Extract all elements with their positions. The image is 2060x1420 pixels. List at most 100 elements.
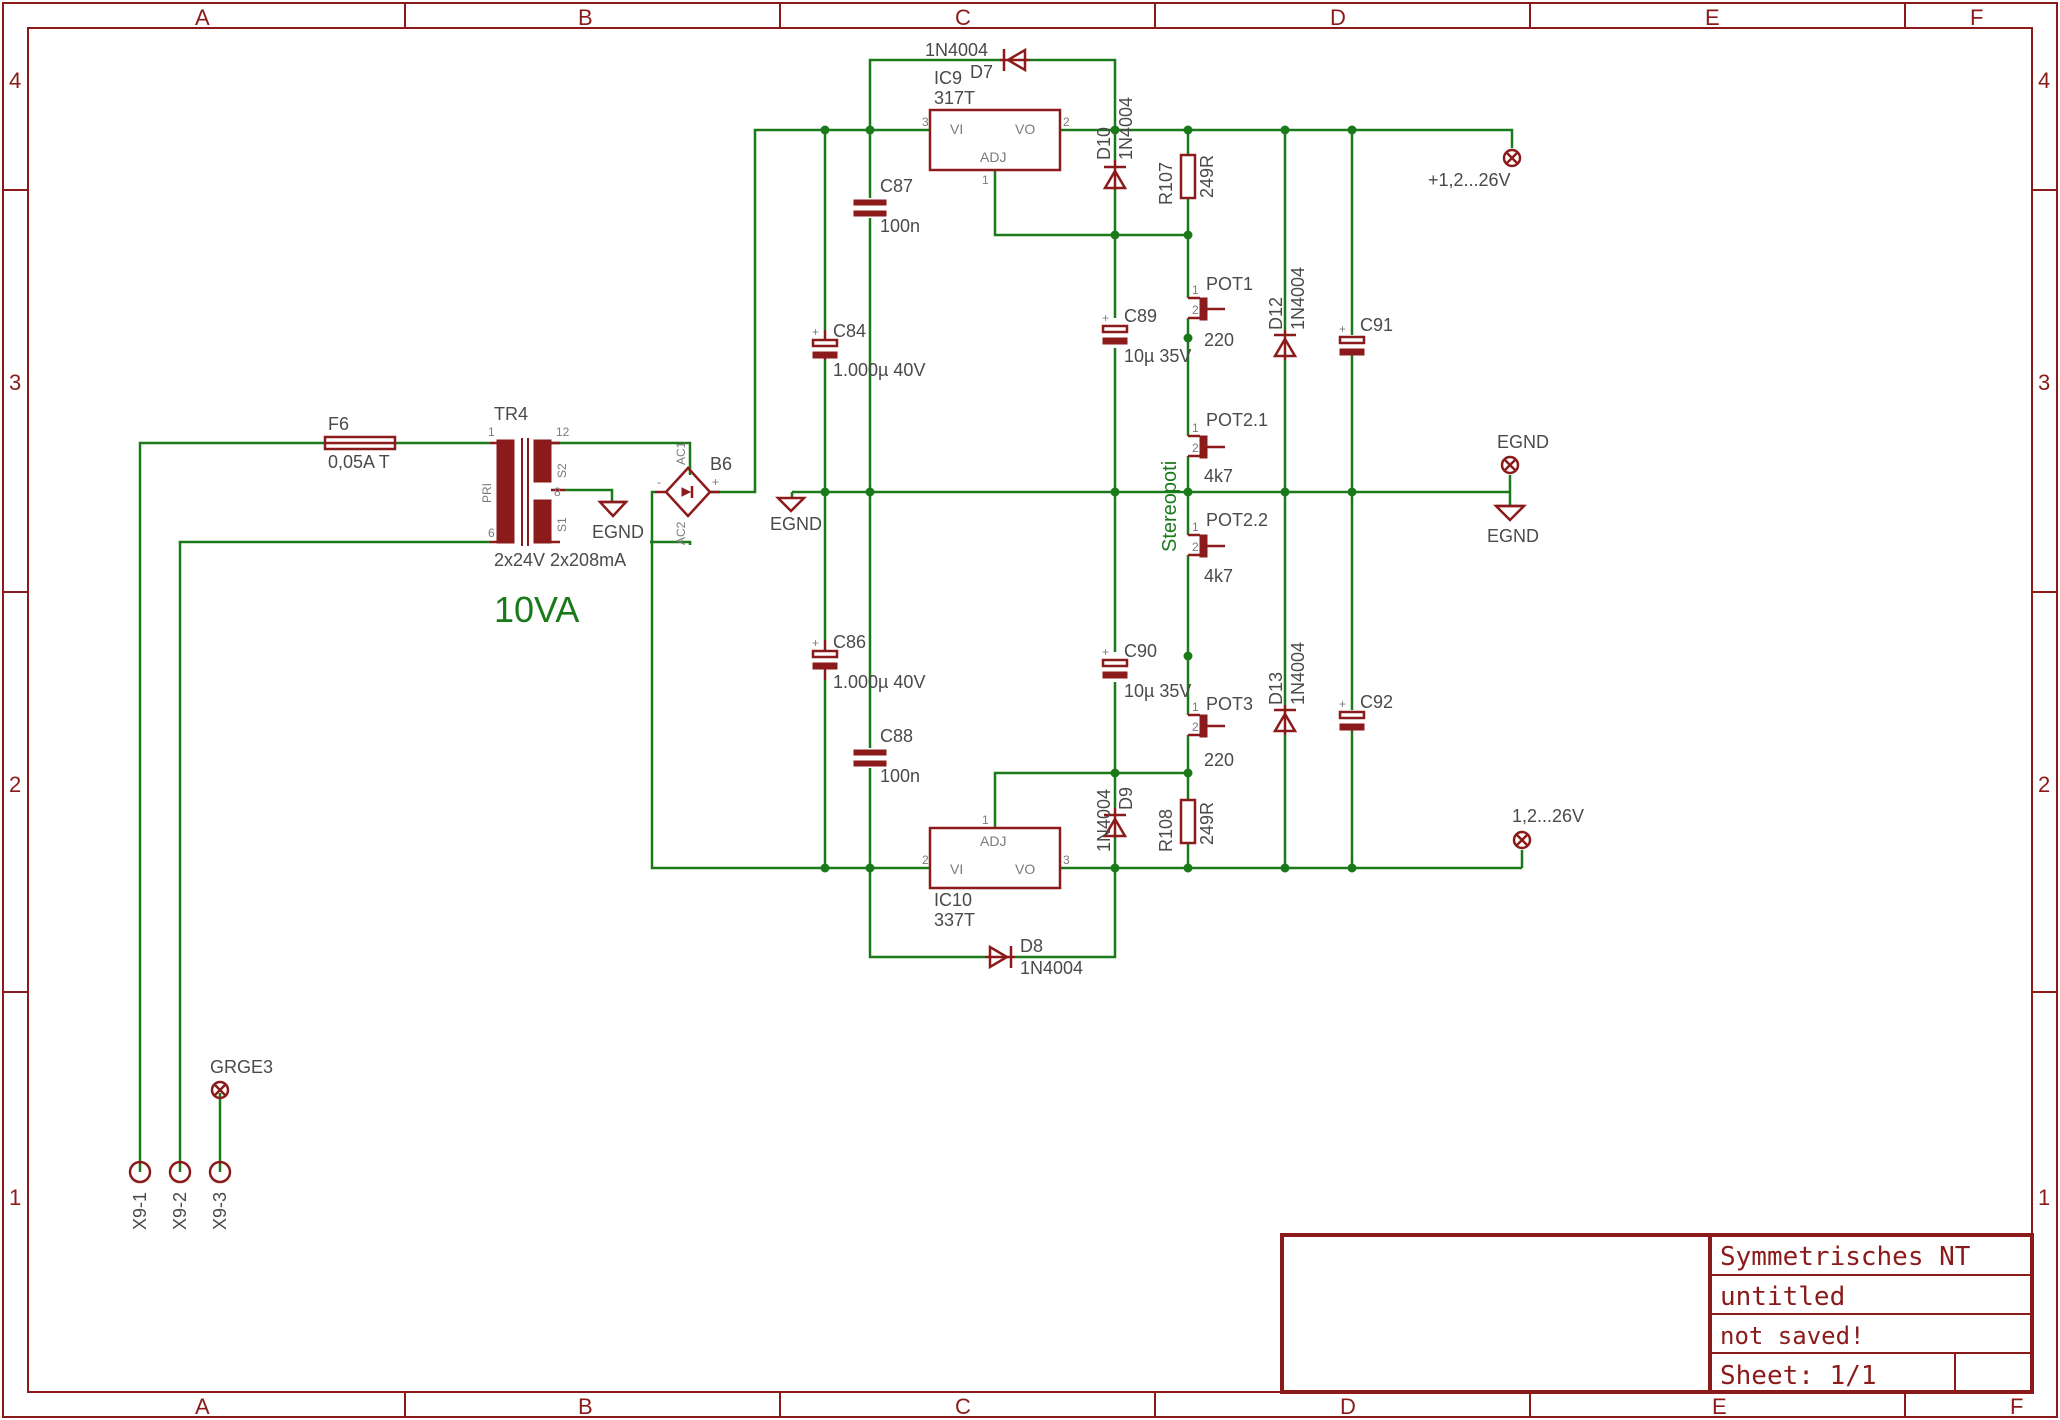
ic10-pin-1: 1 [982,813,989,827]
fuse-f6-name: F6 [328,414,349,434]
capacitor-c89-name: C89 [1124,306,1157,326]
diode-d9[interactable]: 1N4004 D9 [1094,787,1136,852]
capacitor-c91[interactable]: + C91 [1338,315,1393,356]
diode-d10[interactable]: D10 1N4004 [1094,97,1136,190]
drawing-name: untitled [1720,1282,1845,1312]
diode-d7[interactable]: 1N4004 D7 [925,40,1030,82]
grid-col-e-bottom: E [1712,1394,1727,1419]
grid-col-c-bottom: C [955,1394,971,1419]
capacitor-c92[interactable]: + C92 [1338,692,1393,731]
diode-d7-name: D7 [970,62,993,82]
egnd-symbol-transformer: EGND [592,500,644,542]
grid-row-3-left: 3 [9,370,21,395]
transformer-tr4[interactable]: TR4 PRI 1 6 12 8 S2 S1 2x24V 2x208mA 10V… [480,404,626,630]
capacitor-c90-value: 10µ 35V [1124,681,1191,701]
diode-d13-value: 1N4004 [1288,642,1308,705]
capacitor-c89-value: 10µ 35V [1124,346,1191,366]
capacitor-c90[interactable]: + C90 10µ 35V [1101,641,1191,701]
capacitor-c86[interactable]: + C86 1.000µ 40V [811,632,925,692]
grid-row-4-right: 4 [2038,68,2050,93]
terminal-egnd[interactable]: EGND [1497,432,1549,475]
terminal-pos-out[interactable]: +1,2...26V [1428,148,1522,190]
terminal-pos-out-label: +1,2...26V [1428,170,1511,190]
grid-col-b-top: B [578,5,593,30]
grid-labels: A B C D E F A B C D E F 4 3 2 1 4 3 2 1 [9,5,2050,1419]
egnd-symbol-center: EGND [770,496,822,534]
capacitor-c84-value: 1.000µ 40V [833,360,925,380]
resistor-r108[interactable]: R108 249R [1156,798,1217,852]
ic9-name: IC9 [934,68,962,88]
ic10-value: 337T [934,910,975,930]
grid-row-3-right: 3 [2038,370,2050,395]
resistor-r107[interactable]: R107 249R [1156,153,1217,205]
transformer-tr4-name: TR4 [494,404,528,424]
grid-row-4-left: 4 [9,68,21,93]
ic9-pin-3: 3 [922,115,929,129]
terminal-neg-out-label: 1,2...26V [1512,806,1584,826]
transformer-pin-12: 12 [556,425,570,439]
potentiometer-pot2-1[interactable]: 1 2 POT2.1 4k7 [1188,410,1268,486]
diode-d13[interactable]: D13 1N4004 [1266,642,1308,735]
capacitor-c88[interactable]: C88 100n [853,726,920,786]
pot21-pin-1: 1 [1192,421,1199,435]
capacitor-c91-plus: + [1339,322,1346,336]
capacitor-c86-name: C86 [833,632,866,652]
grid-col-a-bottom: A [195,1394,210,1419]
connector-x9[interactable]: X9-1 X9-2 X9-3 [128,1160,232,1230]
ic10-name: IC10 [934,890,972,910]
fuse-f6-value: 0,05A T [328,452,390,472]
potentiometer-pot2-1-value: 4k7 [1204,466,1233,486]
capacitor-c86-plus: + [812,636,819,650]
ic10-vi-label: VI [950,861,963,877]
egnd-label-right: EGND [1487,526,1539,546]
pot3-pin-1: 1 [1192,700,1199,714]
ic10-pin-3: 3 [1063,853,1070,867]
capacitor-c89[interactable]: + C89 10µ 35V [1101,306,1191,366]
sheet-number: Sheet: 1/1 [1720,1361,1877,1391]
fuse-f6[interactable]: F6 0,05A T [323,414,397,472]
capacitor-c84-name: C84 [833,321,866,341]
regulator-ic9[interactable]: VI VO ADJ 3 2 1 IC9 317T [922,68,1070,187]
diode-d9-value: 1N4004 [1094,789,1114,852]
rectifier-b6[interactable]: B6 AC1 AC2 + - [655,441,732,545]
transformer-tr4-value: 2x24V 2x208mA [494,550,626,570]
title-text: Symmetrisches NT [1720,1242,1971,1272]
pot1-pin-1: 1 [1192,283,1199,297]
transformer-primary-label: PRI [480,483,494,503]
pot21-pin-2: 2 [1192,441,1199,455]
rectifier-minus: - [657,475,661,489]
resistor-r108-name: R108 [1156,809,1176,852]
capacitor-c87-name: C87 [880,176,913,196]
ic9-value: 317T [934,88,975,108]
rectifier-plus: + [712,475,719,489]
grid-row-2-left: 2 [9,772,21,797]
terminal-grge3[interactable]: GRGE3 [210,1057,273,1100]
diode-d8[interactable]: D8 1N4004 [985,936,1083,978]
potentiometer-pot2-2-value: 4k7 [1204,566,1233,586]
potentiometer-pot2-2[interactable]: 1 2 POT2.2 4k7 [1188,510,1268,586]
save-status: not saved! [1720,1322,1865,1350]
potentiometer-pot1[interactable]: 1 2 POT1 220 [1188,274,1253,350]
wires [138,58,1524,1172]
capacitor-c91-name: C91 [1360,315,1393,335]
diode-d10-name: D10 [1094,127,1114,160]
diode-d8-name: D8 [1020,936,1043,956]
capacitor-c84[interactable]: + C84 1.000µ 40V [811,321,925,380]
capacitor-c88-name: C88 [880,726,913,746]
diode-d12[interactable]: D12 1N4004 [1266,267,1308,360]
terminal-neg-out[interactable]: 1,2...26V [1512,806,1584,850]
capacitor-c87[interactable]: C87 100n [853,176,920,236]
ic10-adj-label: ADJ [980,833,1006,849]
connector-x9-1: X9-1 [130,1192,150,1230]
capacitor-c90-plus: + [1102,645,1109,659]
potentiometer-pot3-value: 220 [1204,750,1234,770]
resistor-r108-value: 249R [1197,802,1217,845]
rectifier-ac1-label: AC1 [674,441,688,465]
egnd-label-transformer: EGND [592,522,644,542]
potentiometer-pot3[interactable]: 1 2 POT3 220 [1188,694,1253,770]
diode-d12-value: 1N4004 [1288,267,1308,330]
ic9-vi-label: VI [950,121,963,137]
regulator-ic10[interactable]: ADJ VI VO 2 3 1 IC10 337T [922,813,1070,930]
